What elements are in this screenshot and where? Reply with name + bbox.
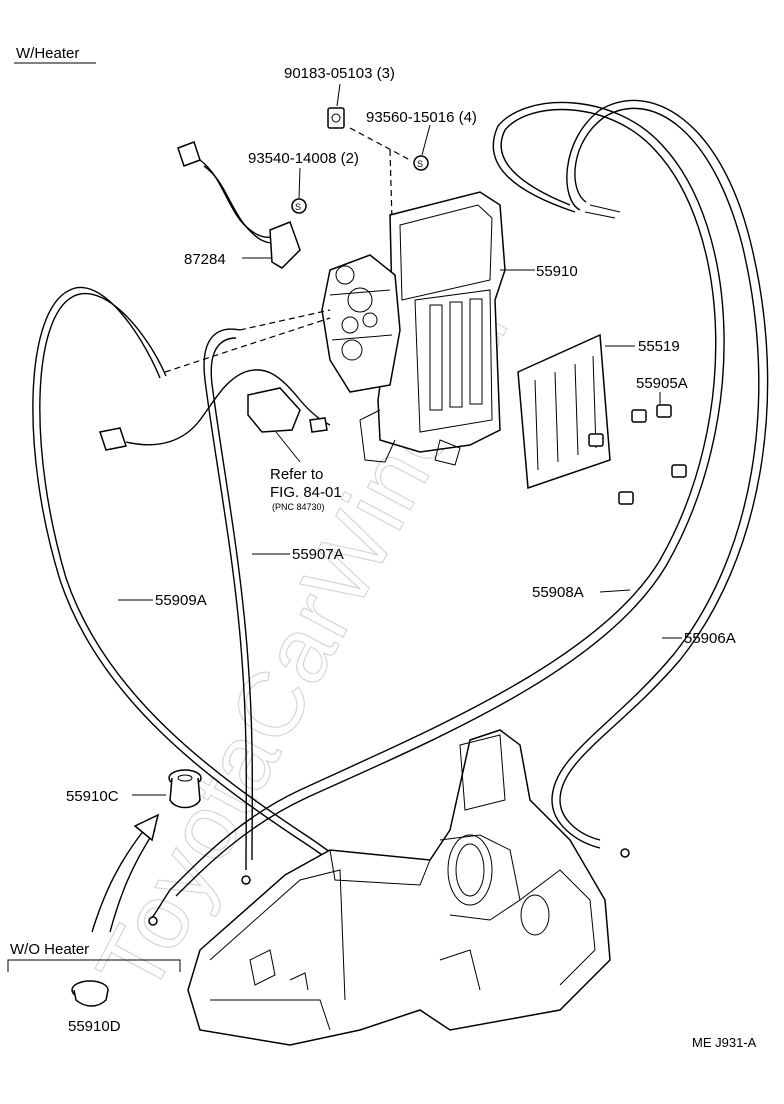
refer-line-1: Refer to <box>270 466 323 483</box>
part-label-93540: 93540-14008 (2) <box>248 150 359 167</box>
cable-end-55908a <box>148 916 158 926</box>
section-bracket-without-heater <box>7 959 181 972</box>
dashed-guide-mech-2 <box>164 317 331 373</box>
section-label-with-heater: W/Heater <box>16 45 79 62</box>
plate-55519 <box>517 333 611 490</box>
screw-93560-symbol: S <box>417 159 423 169</box>
section-label-without-heater: W/O Heater <box>10 941 89 958</box>
refer-line-2: FIG. 84-01 <box>270 484 342 501</box>
sensor-tip <box>309 417 328 433</box>
connector-top-left <box>177 141 201 167</box>
wire-87284 <box>199 159 281 238</box>
leader-93560 <box>421 124 431 156</box>
part-label-55905a: 55905A <box>636 375 688 392</box>
switch-87284 <box>269 221 301 269</box>
plug-55910d <box>71 980 109 1007</box>
cable-55909a <box>32 287 441 916</box>
part-label-90183: 90183-05103 (3) <box>284 65 395 82</box>
part-label-55519: 55519 <box>638 338 680 355</box>
part-label-93560: 93560-15016 (4) <box>366 109 477 126</box>
part-label-55910c: 55910C <box>66 788 119 805</box>
leader-refer <box>275 431 301 463</box>
leader-90183 <box>336 83 341 107</box>
cable-55908a-inner <box>175 101 725 897</box>
part-label-55909a: 55909A <box>155 592 207 609</box>
cable-55907a-inner <box>210 337 254 861</box>
cable-55909a-inner <box>39 293 441 909</box>
dashed-guide-clip <box>349 127 411 161</box>
part-label-55910d: 55910D <box>68 1018 121 1035</box>
cable-55908a <box>149 108 717 921</box>
screw-93540-symbol: S <box>295 202 301 212</box>
part-label-55910: 55910 <box>536 263 578 280</box>
arrow-indicator <box>91 824 149 933</box>
screw-93560-icon <box>413 155 429 171</box>
figure-id: ME J931-A <box>692 1035 757 1050</box>
part-label-87284: 87284 <box>184 251 226 268</box>
knobs-55905a <box>588 404 687 505</box>
connector-left <box>99 427 127 451</box>
mechanism-55910 <box>321 254 401 393</box>
cable-55907a <box>203 328 248 871</box>
wire-sensor <box>125 369 331 446</box>
part-label-55907a: 55907A <box>292 546 344 563</box>
dashed-guide-vertical <box>389 149 393 221</box>
cable-55906a-tip <box>584 204 621 219</box>
clip-90183 <box>327 107 345 129</box>
part-label-55908a: 55908A <box>532 584 584 601</box>
cable-55906a <box>559 99 769 841</box>
leader-55908a <box>599 589 631 593</box>
heater-unit <box>187 729 611 1046</box>
screw-93540-icon <box>291 198 307 214</box>
part-label-55906a: 55906A <box>684 630 736 647</box>
grommet-55910c <box>168 769 202 809</box>
dashed-guide-mech <box>239 309 331 331</box>
arrow-head-icon <box>133 813 160 842</box>
sensor-84730 <box>247 387 301 433</box>
leader-93540 <box>298 167 301 199</box>
cable-end-55906a <box>620 848 630 858</box>
cable-55906a-inner <box>551 107 760 849</box>
cable-end-55907a <box>241 875 251 885</box>
arrow-indicator-b <box>109 829 156 933</box>
clip-hole <box>331 113 341 123</box>
refer-line-3: (PNC 84730) <box>272 502 325 512</box>
